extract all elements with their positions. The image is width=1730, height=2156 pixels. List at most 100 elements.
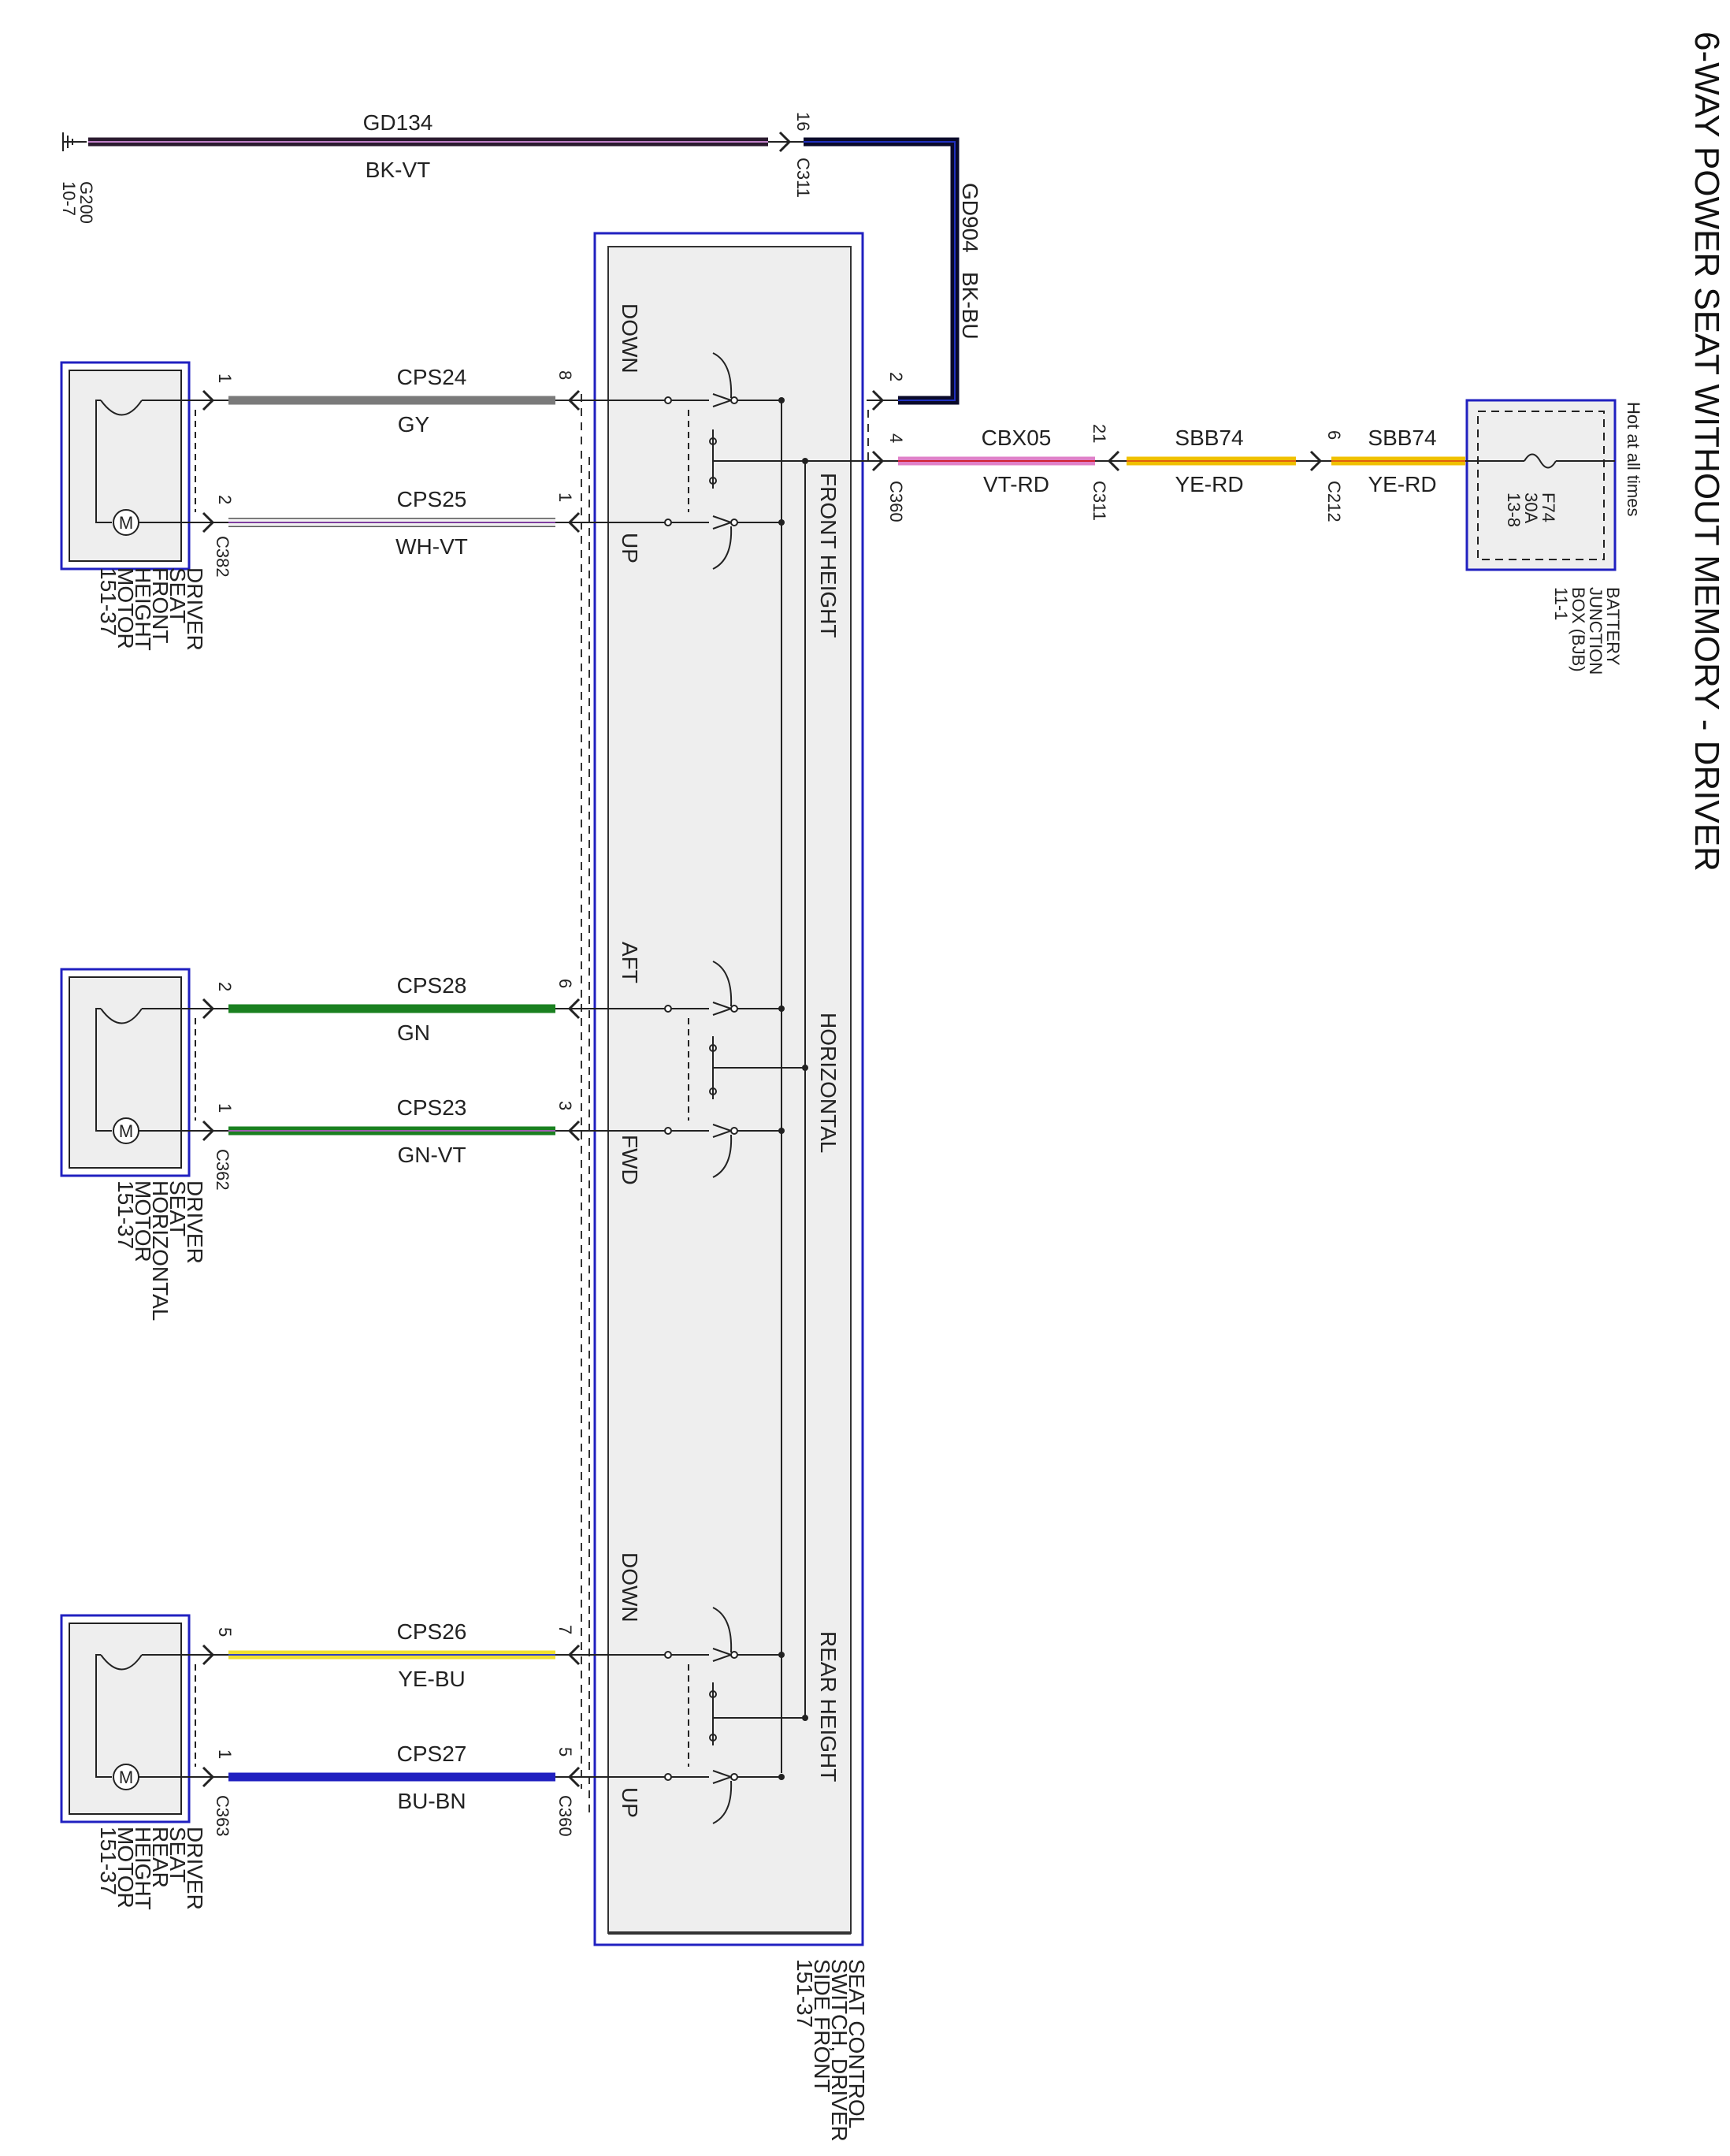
- motor3-line1: DRIVER: [183, 1827, 207, 1910]
- pin-c362-2: 2: [215, 982, 235, 991]
- battery-junction-box: [1465, 399, 1617, 571]
- connector-c360-top: C360: [886, 481, 906, 522]
- wire-cps26: [189, 1644, 583, 1666]
- bjb-line4: 11-1: [1551, 587, 1571, 620]
- wire-cbx05-circuit: CBX05: [982, 426, 1052, 450]
- wire-cbx05-color: VT-RD: [983, 472, 1049, 496]
- motor-icon-letter: M: [119, 1121, 133, 1141]
- motor3-line2: SEAT: [165, 1827, 190, 1883]
- fuse-rating: 30A: [1521, 493, 1541, 523]
- motor3-line5: MOTOR: [113, 1827, 138, 1909]
- wire-cps28-circuit: CPS28: [397, 973, 467, 998]
- bjb-line1: BATTERY: [1603, 587, 1623, 666]
- section-rear-height: REAR HEIGHT: [816, 1631, 841, 1782]
- front-height-motor: M: [60, 361, 196, 571]
- motor2-line1: DRIVER: [183, 1180, 207, 1264]
- wire-gd904-circuit: GD904: [958, 183, 982, 253]
- rear-height-motor: M: [60, 1614, 196, 1823]
- pin-c363-1: 1: [215, 1749, 235, 1759]
- fuse-icon: [1524, 453, 1557, 469]
- connector-c311-top: C311: [793, 158, 813, 198]
- motor1-line5: MOTOR: [113, 567, 138, 649]
- pin-c362-1: 1: [215, 1103, 235, 1113]
- switch-name-line4: 151-37: [793, 1959, 817, 2028]
- pin-c363-5: 5: [215, 1627, 235, 1637]
- pin-c360-5: 5: [555, 1747, 575, 1756]
- wire-cps24-circuit: CPS24: [397, 365, 467, 389]
- wire-sbb74-a-color: YE-RD: [1175, 472, 1243, 496]
- pin-c212-6: 6: [1324, 430, 1344, 440]
- switch-name-line1: SEAT CONTROL: [845, 1959, 869, 2128]
- wire-cps25: [189, 511, 583, 533]
- motor2-line5: 151-37: [113, 1180, 138, 1249]
- pin-c360-6: 6: [555, 979, 575, 988]
- horizontal-motor: M: [60, 968, 196, 1177]
- wire-cbx05: [871, 450, 1127, 472]
- wire-gd904-color: BK-BU: [958, 272, 982, 340]
- wire-cps27-circuit: CPS27: [397, 1742, 467, 1766]
- pin-c382-2: 2: [215, 495, 235, 504]
- switch-rear-height: [583, 1607, 808, 1824]
- wire-cps24-color: GY: [398, 412, 430, 437]
- wire-cps28: [189, 998, 583, 1020]
- pin-c360-3: 3: [555, 1101, 575, 1110]
- wire-sbb74-b-circuit: SBB74: [1368, 426, 1436, 450]
- section-front-height: FRONT HEIGHT: [816, 473, 841, 638]
- motor1-line2: SEAT: [165, 567, 190, 623]
- wire-gd134: [88, 131, 804, 153]
- connector-c382: C382: [213, 536, 232, 578]
- fuse-ref: 13-8: [1504, 493, 1524, 527]
- wire-sbb74-a-circuit: SBB74: [1175, 426, 1243, 450]
- diagram-title: 6-WAY POWER SEAT WITHOUT MEMORY - DRIVER: [1687, 32, 1726, 872]
- wire-gd134-color: BK-VT: [366, 158, 430, 182]
- position-up-rear: UP: [618, 1787, 642, 1818]
- seat-control-switch: [588, 232, 864, 1946]
- connector-c360-pin2: [867, 389, 898, 411]
- section-horizontal: HORIZONTAL: [816, 1013, 841, 1153]
- wire-cps23-color: GN-VT: [397, 1143, 466, 1167]
- switch-name-line2: SWITCH, DRIVER: [827, 1959, 852, 2142]
- wire-cps26-circuit: CPS26: [397, 1619, 467, 1644]
- wire-cps25-color: WH-VT: [395, 534, 468, 559]
- ground-symbol: [62, 132, 87, 151]
- motor-icon-letter: M: [119, 1768, 133, 1787]
- wire-cps23-circuit: CPS23: [397, 1095, 467, 1120]
- position-down-front: DOWN: [618, 303, 642, 374]
- motor1-line4: HEIGHT: [131, 567, 155, 651]
- ground-name: G200: [76, 181, 96, 224]
- wire-cps27-color: BU-BN: [397, 1789, 466, 1813]
- pin-c360-7: 7: [555, 1625, 575, 1634]
- connector-c311-right: C311: [1090, 481, 1109, 521]
- pin-c360-2: 2: [886, 372, 906, 381]
- position-aft: AFT: [618, 942, 642, 983]
- wire-cps27: [189, 1766, 583, 1788]
- wire-sbb74-a: [1127, 450, 1331, 472]
- pin-c360-8: 8: [555, 370, 575, 380]
- fuse-hot-label: Hot at all times: [1624, 402, 1643, 517]
- ground-ref: 10-7: [59, 181, 79, 216]
- motor2-line2: SEAT: [165, 1180, 190, 1236]
- pin-c311-16: 16: [793, 112, 813, 131]
- motor2-line4: MOTOR: [131, 1180, 155, 1262]
- wire-cps28-color: GN: [397, 1020, 430, 1045]
- motor3-line6: 151-37: [96, 1827, 121, 1895]
- connector-c360-bottom: C360: [555, 1795, 575, 1837]
- motor1-line6: 151-37: [96, 567, 121, 636]
- motor3-line3: REAR: [148, 1827, 173, 1888]
- wire-gd134-circuit: GD134: [363, 110, 433, 135]
- motor-icon-letter: M: [119, 513, 133, 533]
- wire-cps26-color: YE-BU: [398, 1667, 466, 1691]
- connector-c212: C212: [1324, 481, 1344, 522]
- connector-c362: C362: [213, 1149, 232, 1191]
- motor2-line3: HORIZONTAL: [148, 1180, 173, 1321]
- bjb-line3: BOX (BJB): [1569, 587, 1588, 672]
- wire-cps25-circuit: CPS25: [397, 487, 467, 511]
- wire-cps24: [189, 389, 583, 411]
- wire-gd904: [804, 137, 960, 405]
- motor1-line3: FRONT: [148, 567, 173, 643]
- wire-cps23: [189, 1120, 583, 1142]
- pin-c311-21: 21: [1090, 424, 1109, 443]
- position-up-front: UP: [618, 533, 642, 563]
